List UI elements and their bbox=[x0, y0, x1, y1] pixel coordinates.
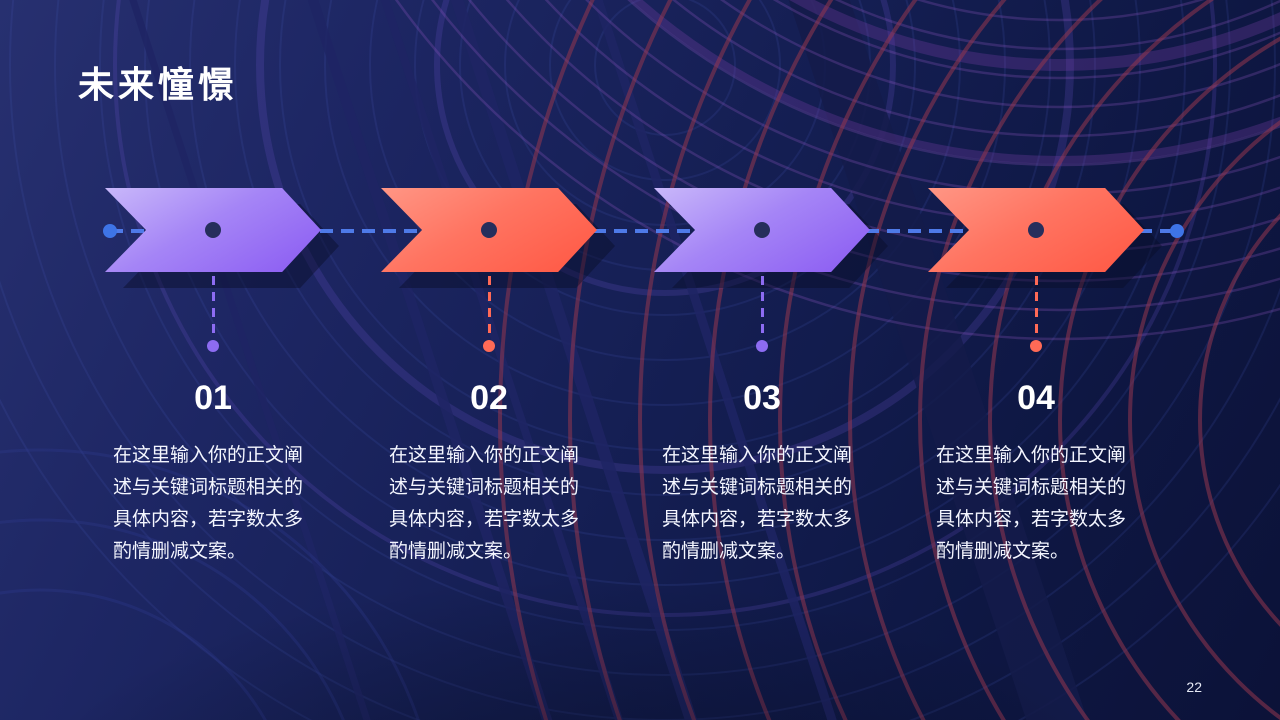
drop-dot bbox=[756, 340, 768, 352]
drop-dot bbox=[207, 340, 219, 352]
timeline-connector-line bbox=[110, 229, 1178, 233]
drop-line bbox=[761, 276, 764, 338]
arrow-center-dot bbox=[754, 222, 770, 238]
step-number: 01 bbox=[194, 379, 232, 417]
timeline-start-dot bbox=[103, 224, 117, 238]
timeline-step-1: 01 在这里输入你的正文阐述与关键词标题相关的具体内容，若字数太多酌情删减文案。 bbox=[103, 188, 339, 608]
arrow-center-dot bbox=[205, 222, 221, 238]
page-number: 22 bbox=[1186, 679, 1202, 695]
drop-dot bbox=[483, 340, 495, 352]
step-body-text: 在这里输入你的正文阐述与关键词标题相关的具体内容，若字数太多酌情删减文案。 bbox=[936, 445, 1127, 562]
drop-line bbox=[212, 276, 215, 338]
step-body-text: 在这里输入你的正文阐述与关键词标题相关的具体内容，若字数太多酌情删减文案。 bbox=[662, 445, 853, 562]
drop-line bbox=[488, 276, 491, 338]
drop-dot bbox=[1030, 340, 1042, 352]
slide-title: 未来憧憬 bbox=[78, 64, 239, 105]
drop-line bbox=[1035, 276, 1038, 338]
timeline-step-2: 02 在这里输入你的正文阐述与关键词标题相关的具体内容，若字数太多酌情删减文案。 bbox=[379, 188, 615, 608]
timeline-step-4: 04 在这里输入你的正文阐述与关键词标题相关的具体内容，若字数太多酌情删减文案。 bbox=[926, 188, 1162, 608]
arrow-center-dot bbox=[1028, 222, 1044, 238]
step-number: 04 bbox=[1017, 379, 1055, 417]
timeline-end-dot bbox=[1170, 224, 1184, 238]
arrow-center-dot bbox=[481, 222, 497, 238]
step-number: 02 bbox=[470, 379, 508, 417]
step-body-text: 在这里输入你的正文阐述与关键词标题相关的具体内容，若字数太多酌情删减文案。 bbox=[389, 445, 580, 562]
step-number: 03 bbox=[743, 379, 781, 417]
step-body-text: 在这里输入你的正文阐述与关键词标题相关的具体内容，若字数太多酌情删减文案。 bbox=[113, 445, 304, 562]
timeline-step-3: 03 在这里输入你的正文阐述与关键词标题相关的具体内容，若字数太多酌情删减文案。 bbox=[652, 188, 888, 608]
